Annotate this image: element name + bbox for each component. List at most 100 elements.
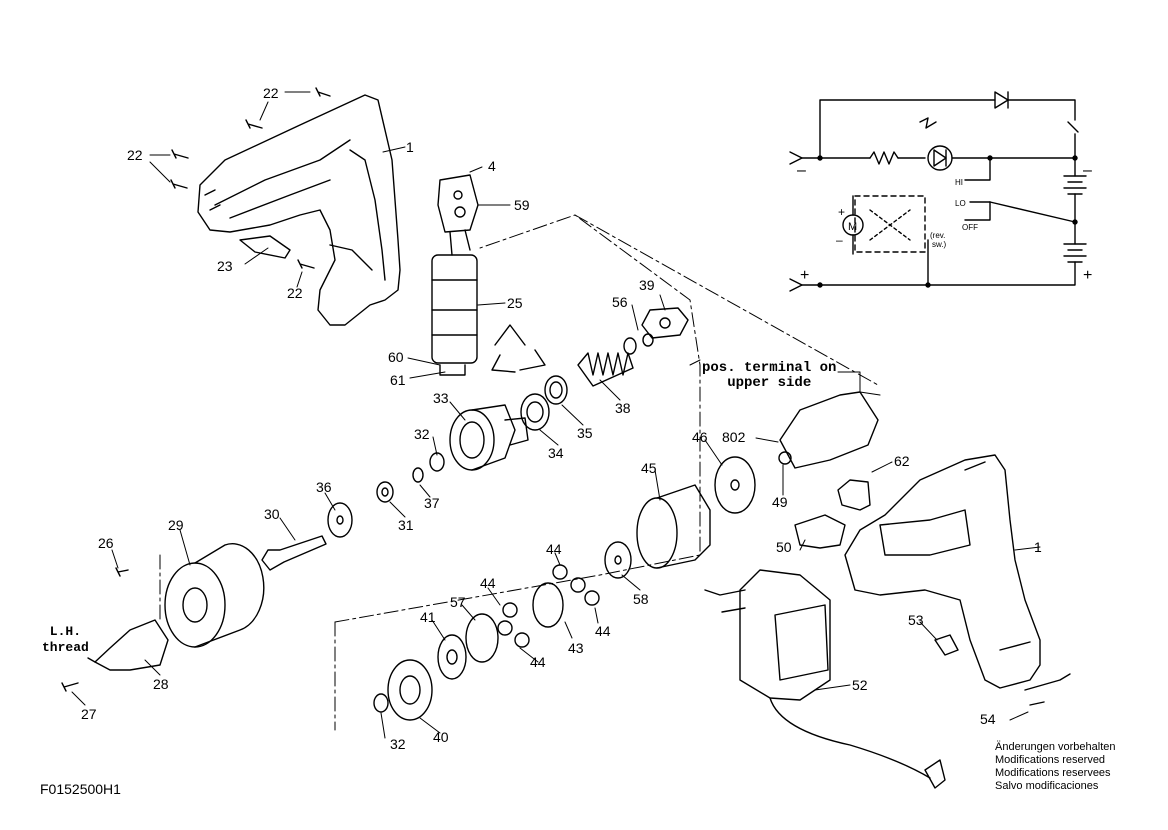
lh-thread-line-2: thread	[42, 640, 89, 655]
part-label: 22	[287, 285, 303, 301]
part-label: 22	[127, 147, 143, 163]
part-label: 4	[488, 158, 496, 174]
disc-46	[714, 456, 756, 514]
part-label: 1	[1034, 539, 1042, 555]
hi-label: HI	[955, 178, 963, 187]
part-label: 38	[615, 400, 631, 416]
part-label: 37	[424, 495, 440, 511]
battery-pack-25	[431, 254, 478, 376]
part-label: 40	[433, 729, 449, 745]
pos-terminal-callout: pos. terminal on upper side	[702, 361, 836, 391]
housing-right-half	[844, 454, 1041, 689]
part-label: 33	[433, 390, 449, 406]
part-label: 32	[390, 736, 406, 752]
part-label: 44	[595, 623, 611, 639]
charger-52	[704, 569, 946, 789]
motor-802	[778, 391, 879, 469]
parts-53-54	[934, 634, 1071, 706]
part-label: 44	[480, 575, 496, 591]
part-label: 50	[776, 539, 792, 555]
part-label: 36	[316, 479, 332, 495]
part-label: 46	[692, 429, 708, 445]
wiring-schematic	[789, 91, 1087, 292]
clips-62-50	[794, 479, 871, 549]
part-label: 56	[612, 294, 628, 310]
switch-4	[437, 174, 479, 256]
lo-label: LO	[955, 199, 966, 208]
ring-40	[387, 659, 433, 721]
planet-gears-44	[497, 564, 600, 648]
part-label: 30	[264, 506, 280, 522]
leader-lines	[71, 91, 1041, 739]
screws-22	[170, 87, 331, 269]
rev-sw-label-2: sw.)	[932, 240, 947, 249]
carrier-41	[437, 634, 467, 680]
part-label: 39	[639, 277, 655, 293]
minus-terminal-left: –	[797, 162, 806, 179]
part-label: 57	[450, 594, 466, 610]
plus-terminal-left: +	[800, 267, 809, 284]
notice-line-de: Änderungen vorbehalten	[995, 741, 1116, 753]
part-label: 44	[530, 654, 546, 670]
cover-39	[641, 307, 689, 339]
drawing-code: F0152500H1	[40, 781, 121, 797]
motor-minus-sign: –	[836, 233, 843, 247]
spindle-30	[261, 535, 327, 571]
part-label: 1	[406, 139, 414, 155]
gear-housing-33	[449, 404, 529, 471]
housing-left-half	[197, 94, 401, 326]
carrier-43	[532, 582, 564, 628]
pos-terminal-line-1: pos. terminal on	[702, 360, 837, 376]
part-label: 26	[98, 535, 114, 551]
part-label: 62	[894, 453, 910, 469]
part-label: 58	[633, 591, 649, 607]
washer-56	[623, 333, 654, 355]
part-label: 22	[263, 85, 279, 101]
part-label: 31	[398, 517, 414, 533]
motor-symbol-label: M	[848, 221, 857, 233]
screws-26-27	[61, 567, 129, 692]
recycle-symbol	[491, 324, 546, 373]
motor-plus-sign: +	[838, 205, 845, 219]
part-label: 54	[980, 711, 996, 727]
part-label: 59	[514, 197, 530, 213]
notice-line-en: Modifications reserved	[995, 754, 1106, 766]
part-label: 60	[388, 349, 404, 365]
disc-36	[327, 502, 353, 538]
part-label: 41	[420, 609, 436, 625]
part-number-labels: 22 22 22 1 4 59 23 22 25 56 39 60 61 33 …	[81, 85, 1042, 752]
ring-35	[544, 375, 568, 405]
part-label: 29	[168, 517, 184, 533]
part-label: 61	[390, 372, 406, 388]
washer-32-lower	[373, 693, 389, 713]
washers-32-37-31	[376, 452, 445, 503]
part-label: 49	[772, 494, 788, 510]
modifications-notice: Änderungen vorbehalten Modifications res…	[995, 741, 1115, 793]
disc-57	[465, 613, 499, 663]
part-label: 802	[722, 429, 746, 445]
part-label: 34	[548, 445, 564, 461]
part-label: 27	[81, 706, 97, 722]
washer-58	[604, 541, 632, 579]
minus-terminal-right: –	[1083, 162, 1092, 179]
rev-sw-label-1: (rev.	[930, 231, 945, 240]
pos-terminal-line-2: upper side	[727, 375, 812, 391]
part-label: 45	[641, 460, 657, 476]
part-label: 52	[852, 677, 868, 693]
part-label: 28	[153, 676, 169, 692]
sleeve-29	[164, 543, 265, 648]
part-label: 23	[217, 258, 233, 274]
part-label: 53	[908, 612, 924, 628]
part-label: 43	[568, 640, 584, 656]
part-label: 32	[414, 426, 430, 442]
ring-34	[520, 393, 550, 431]
assembly-outline	[159, 214, 879, 731]
notice-line-es: Salvo modificaciones	[995, 780, 1099, 792]
lh-thread-line-1: L.H.	[49, 624, 82, 639]
plus-terminal-right: +	[1083, 267, 1092, 284]
part-label: 35	[577, 425, 593, 441]
notice-line-fr: Modifications reservees	[995, 767, 1111, 779]
chuck-28	[87, 619, 169, 671]
